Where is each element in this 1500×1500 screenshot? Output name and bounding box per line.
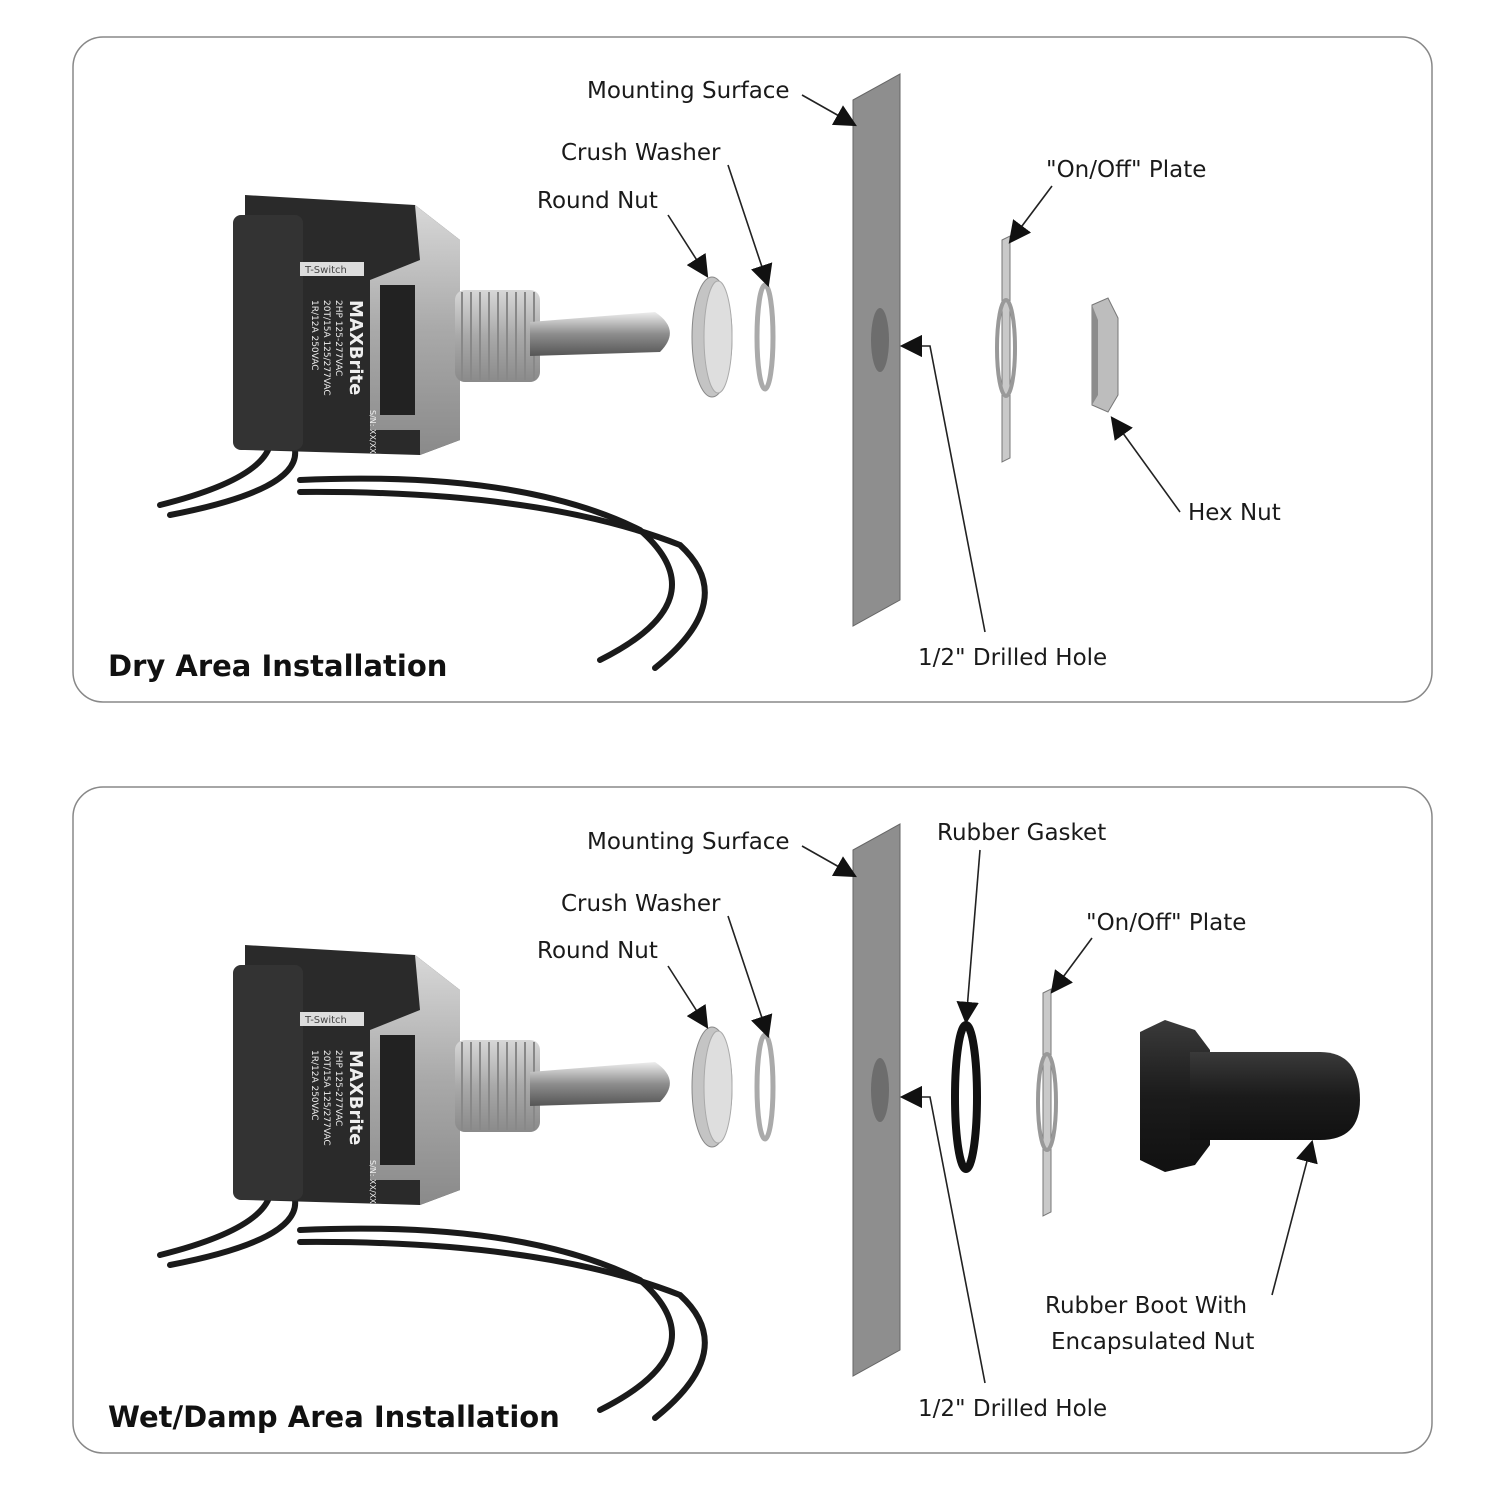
drilled-hole [871, 308, 889, 372]
on-off-plate [995, 235, 1017, 463]
drilled-hole [871, 1058, 889, 1122]
switch-model-text: T-Switch [304, 265, 347, 276]
leader-mounting-surface [801, 94, 857, 127]
svg-text:S/N: XX/XX: S/N: XX/XX [368, 410, 377, 454]
panel-dry-area: T-Switch MAXBrite 2HP 125-277VAC 20T/15A… [72, 36, 1433, 703]
leader-mounting-surface [801, 845, 857, 878]
panel-frame [72, 786, 1433, 1454]
svg-text:20T/15A 125/277VAC: 20T/15A 125/277VAC [321, 300, 331, 396]
switch-brand-text: MAXBrite [345, 300, 366, 395]
rubber-boot [1140, 1020, 1360, 1172]
label-rubber-boot-line2: Encapsulated Nut [1051, 1329, 1254, 1355]
leader-crush-washer [727, 915, 773, 1039]
label-mounting-surface: Mounting Surface [587, 78, 790, 104]
leader-round-nut [667, 214, 709, 278]
leader-rubber-boot [1271, 1139, 1318, 1296]
label-mounting-surface: Mounting Surface [587, 829, 790, 855]
panel-title: Dry Area Installation [108, 649, 447, 683]
panel-frame [72, 36, 1433, 703]
svg-text:2HP 125-277VAC: 2HP 125-277VAC [333, 300, 343, 376]
switch-brand-text: MAXBrite [345, 1050, 366, 1145]
leader-drilled-hole [899, 1085, 986, 1384]
label-rubber-boot-line1: Rubber Boot With [1045, 1293, 1247, 1319]
label-rubber-gasket: Rubber Gasket [937, 820, 1106, 846]
switch-assembly: T-Switch MAXBrite 2HP 125-277VAC 20T/15A… [157, 823, 901, 1421]
label-on-off-plate: "On/Off" Plate [1086, 910, 1246, 936]
leader-on-off-plate [1050, 937, 1093, 994]
leader-drilled-hole [899, 334, 986, 633]
label-crush-washer: Crush Washer [561, 891, 721, 917]
leader-on-off-plate [1008, 185, 1053, 244]
leader-hex-nut [1110, 416, 1181, 513]
mounting-surface [852, 823, 901, 1377]
label-crush-washer: Crush Washer [561, 140, 721, 166]
toggle-switch: T-Switch MAXBrite 2HP 125-277VAC 20T/15A… [233, 945, 670, 1205]
mounting-surface [852, 73, 901, 627]
label-round-nut: Round Nut [537, 188, 658, 214]
label-drilled-hole: 1/2" Drilled Hole [918, 1396, 1107, 1422]
toggle-switch: T-Switch MAXBrite 2HP 125-277VAC 20T/15A… [233, 195, 670, 455]
svg-text:20T/15A 125/277VAC: 20T/15A 125/277VAC [321, 1050, 331, 1146]
label-round-nut: Round Nut [537, 938, 658, 964]
svg-text:1R/12A 250VAC: 1R/12A 250VAC [309, 300, 319, 371]
lead-wires [157, 1192, 708, 1421]
svg-text:1R/12A 250VAC: 1R/12A 250VAC [309, 1050, 319, 1121]
label-drilled-hole: 1/2" Drilled Hole [918, 645, 1107, 671]
svg-text:2HP 125-277VAC: 2HP 125-277VAC [333, 1050, 343, 1126]
round-nut [691, 276, 733, 398]
label-hex-nut: Hex Nut [1188, 500, 1281, 526]
on-off-plate [1036, 988, 1058, 1217]
leader-crush-washer [727, 164, 773, 288]
panel-title: Wet/Damp Area Installation [108, 1400, 560, 1434]
hex-nut [1091, 297, 1119, 413]
label-on-off-plate: "On/Off" Plate [1046, 157, 1206, 183]
rubber-gasket [951, 1021, 981, 1173]
lead-wires [157, 442, 708, 671]
leader-rubber-gasket [956, 849, 981, 1025]
switch-assembly: T-Switch MAXBrite 2HP 125-277VAC 20T/15A… [157, 73, 901, 671]
leader-round-nut [667, 965, 709, 1029]
svg-text:S/N: XX/XX: S/N: XX/XX [368, 1160, 377, 1204]
panel-wet-damp-area: T-Switch MAXBrite 2HP 125-277VAC 20T/15A… [72, 786, 1433, 1454]
round-nut [691, 1026, 733, 1148]
switch-model-text: T-Switch [304, 1015, 347, 1026]
